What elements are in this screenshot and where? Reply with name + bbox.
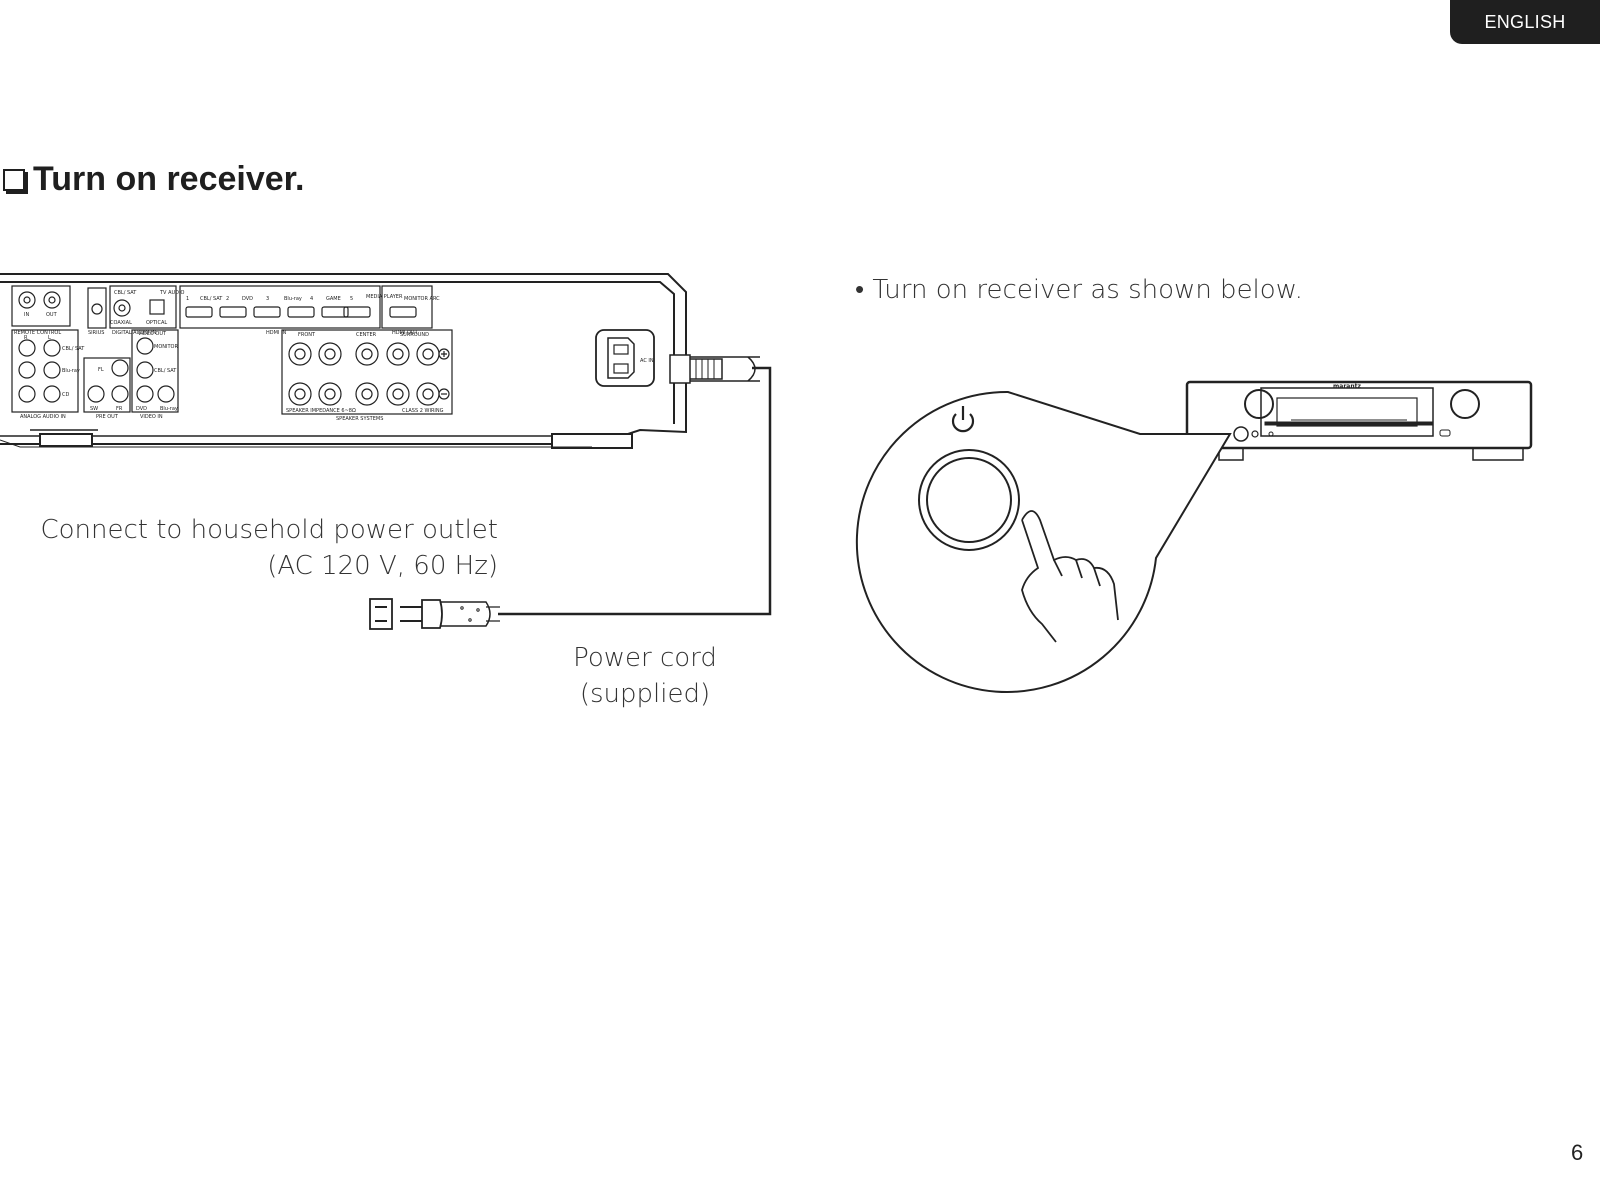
label-tv-audio: TV AUDIO bbox=[159, 290, 184, 296]
label-media-player: MEDIA PLAYER bbox=[366, 294, 403, 300]
label-front: FRONT bbox=[298, 332, 316, 338]
label-class2-wiring: CLASS 2 WIRING bbox=[402, 408, 444, 414]
label-fr: FR bbox=[116, 406, 123, 412]
section-title-text: Turn on receiver. bbox=[33, 160, 305, 198]
label-remote-control: REMOTE CONTROL bbox=[14, 330, 61, 336]
label-sw: SW bbox=[90, 406, 98, 412]
label-hdmi-out: HDMI OUT bbox=[392, 330, 419, 336]
label-video-in: VIDEO IN bbox=[140, 414, 163, 420]
page-number: 6 bbox=[1571, 1140, 1584, 1165]
label-ac-in: AC IN bbox=[640, 358, 654, 364]
label-sirius: SIRIUS bbox=[88, 330, 104, 336]
label-hdmi-3: 3 bbox=[266, 296, 269, 302]
label-l: L bbox=[48, 335, 51, 341]
label-speaker-impedance: SPEAKER IMPEDANCE 6~8Ω bbox=[286, 408, 356, 414]
power-cord-label: Power cord (supplied) bbox=[545, 640, 745, 712]
label-bluray: Blu-ray bbox=[284, 296, 302, 302]
label-speaker-systems: SPEAKER SYSTEMS bbox=[336, 416, 383, 422]
label-hdmi-4: 4 bbox=[310, 296, 313, 302]
label-hdmi-2: 2 bbox=[226, 296, 229, 302]
label-hdmi-1: 1 bbox=[186, 296, 189, 302]
label-monitor: MONITOR bbox=[154, 344, 178, 350]
power-outlet-icon bbox=[369, 598, 393, 630]
outlet-label-line2: (AC 120 V, 60 Hz) bbox=[267, 551, 498, 581]
front-power-button-icon bbox=[1233, 426, 1249, 442]
label-game: GAME bbox=[326, 296, 341, 302]
label-center: CENTER bbox=[356, 332, 377, 338]
label-coaxial: COAXIAL bbox=[110, 320, 132, 326]
label-hdmi-in: HDMI IN bbox=[266, 330, 286, 336]
brand-logo: marantz bbox=[1333, 383, 1361, 390]
power-button-callout bbox=[855, 390, 1232, 693]
label-fl: FL bbox=[98, 367, 104, 373]
cord-label-line2: (supplied) bbox=[579, 679, 711, 709]
label-video-cbl-sat: CBL/ SAT bbox=[154, 368, 177, 374]
receiver-rear-panel: REMOTE CONTROL IN OUT SIRIUS DIGITAL AUD… bbox=[0, 273, 687, 449]
label-cd: CD bbox=[62, 392, 69, 398]
label-video-out: VIDEO OUT bbox=[138, 331, 167, 337]
label-monitor-arc: MONITOR ARC bbox=[404, 296, 440, 302]
label-r: R bbox=[24, 335, 28, 341]
power-plug-icon bbox=[421, 599, 443, 629]
checkbox-icon bbox=[3, 168, 25, 191]
section-title: Turn on receiver. bbox=[0, 160, 304, 199]
bullet-icon: • bbox=[855, 275, 865, 305]
instruction-text: • Turn on receiver as shown below. bbox=[855, 272, 1303, 308]
label-cbl-sat: CBL/ SAT bbox=[114, 290, 137, 296]
power-icon bbox=[951, 406, 975, 433]
pointing-hand-icon bbox=[1021, 510, 1119, 643]
instruction-label: Turn on receiver as shown below. bbox=[872, 275, 1303, 305]
outlet-label-line1: Connect to household power outlet bbox=[40, 515, 498, 545]
label-hdmi-5: 5 bbox=[350, 296, 353, 302]
cord-label-line1: Power cord bbox=[573, 643, 717, 673]
outlet-label: Connect to household power outlet (AC 12… bbox=[0, 512, 498, 584]
label-video-dvd: DVD bbox=[136, 406, 147, 412]
label-hdmi-cbl-sat: CBL/ SAT bbox=[200, 296, 223, 302]
label-pre-out: PRE OUT bbox=[96, 414, 119, 420]
label-analog-bluray: Blu-ray bbox=[62, 368, 80, 374]
label-surround: SURROUND bbox=[400, 332, 429, 338]
label-dvd: DVD bbox=[242, 296, 253, 302]
label-digital-audio-in: DIGITAL AUDIO IN bbox=[112, 330, 157, 336]
label-out: OUT bbox=[46, 312, 58, 318]
power-cord bbox=[369, 354, 772, 630]
label-video-bluray: Blu-ray bbox=[160, 406, 178, 412]
language-tab: ENGLISH bbox=[1450, 0, 1600, 44]
receiver-front-panel: marantz bbox=[1185, 380, 1533, 461]
label-in: IN bbox=[24, 312, 29, 318]
label-analog-audio-in: ANALOG AUDIO IN bbox=[20, 414, 66, 420]
label-optical: OPTICAL bbox=[146, 320, 167, 326]
label-analog-cbl-sat: CBL/ SAT bbox=[62, 346, 85, 352]
